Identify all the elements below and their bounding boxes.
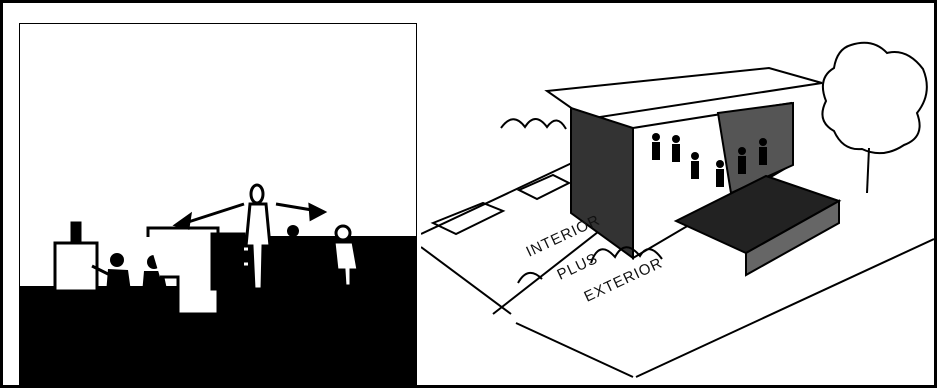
tree-icon <box>822 43 926 193</box>
section-sketch-panel <box>19 23 417 387</box>
perspective-sketch: INTERIOR PLUS EXTERIOR <box>421 33 934 385</box>
label-plus: PLUS <box>555 250 601 284</box>
section-sketch <box>20 24 416 386</box>
perspective-sketch-panel: INTERIOR PLUS EXTERIOR <box>421 33 934 385</box>
